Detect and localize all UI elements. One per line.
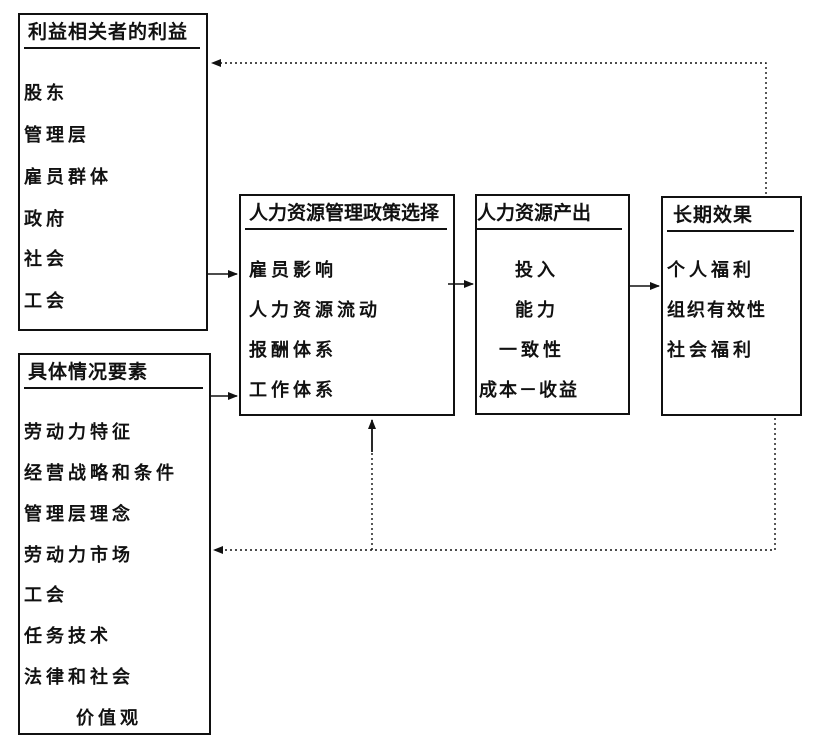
outcomes-box: 人力资源产出 投入 能力 一致性 成本－收益 (475, 194, 630, 415)
situational-item: 法律和社会 (24, 667, 134, 688)
longterm-title: 长期效果 (667, 198, 794, 232)
policy-item: 报酬体系 (249, 340, 337, 361)
stakeholder-item: 政府 (24, 209, 68, 230)
outcomes-title: 人力资源产出 (477, 196, 622, 230)
feedback-longterm-to-situational (213, 418, 776, 554)
stakeholder-item: 雇员群体 (24, 167, 112, 188)
situational-item: 任务技术 (24, 626, 112, 647)
stakeholder-item: 管理层 (24, 125, 90, 146)
longterm-item: 个人福利 (667, 260, 755, 281)
outcome-item: 能力 (515, 300, 559, 321)
stakeholder-item: 股东 (24, 83, 68, 104)
policy-item: 人力资源流动 (249, 300, 381, 321)
policy-title: 人力资源管理政策选择 (245, 196, 447, 230)
situational-item: 劳动力特征 (24, 422, 134, 443)
longterm-item: 社会福利 (667, 340, 755, 361)
policy-box: 人力资源管理政策选择 雇员影响 人力资源流动 报酬体系 工作体系 (239, 194, 455, 416)
feedback-longterm-to-stakeholders (211, 59, 767, 194)
stakeholder-item: 社会 (24, 249, 68, 270)
situational-item: 价值观 (76, 708, 142, 729)
situational-item: 工会 (24, 585, 68, 606)
situational-item: 劳动力市场 (24, 545, 134, 566)
outcome-item: 一致性 (499, 340, 565, 361)
situational-item: 管理层理念 (24, 504, 134, 525)
outcome-item: 投入 (515, 260, 559, 281)
outcome-item: 成本－收益 (479, 380, 579, 401)
stakeholders-title: 利益相关者的利益 (24, 15, 200, 49)
longterm-item: 组织有效性 (667, 300, 767, 321)
situational-item: 经营战略和条件 (24, 463, 178, 484)
stakeholder-item: 工会 (24, 291, 68, 312)
stakeholders-box: 利益相关者的利益 股东 管理层 雇员群体 政府 社会 工会 (18, 13, 208, 331)
situational-title: 具体情况要素 (24, 355, 203, 389)
longterm-box: 长期效果 个人福利 组织有效性 社会福利 (661, 196, 802, 416)
policy-item: 工作体系 (249, 380, 337, 401)
situational-box: 具体情况要素 劳动力特征 经营战略和条件 管理层理念 劳动力市场 工会 任务技术… (18, 353, 211, 735)
policy-item: 雇员影响 (249, 260, 337, 281)
